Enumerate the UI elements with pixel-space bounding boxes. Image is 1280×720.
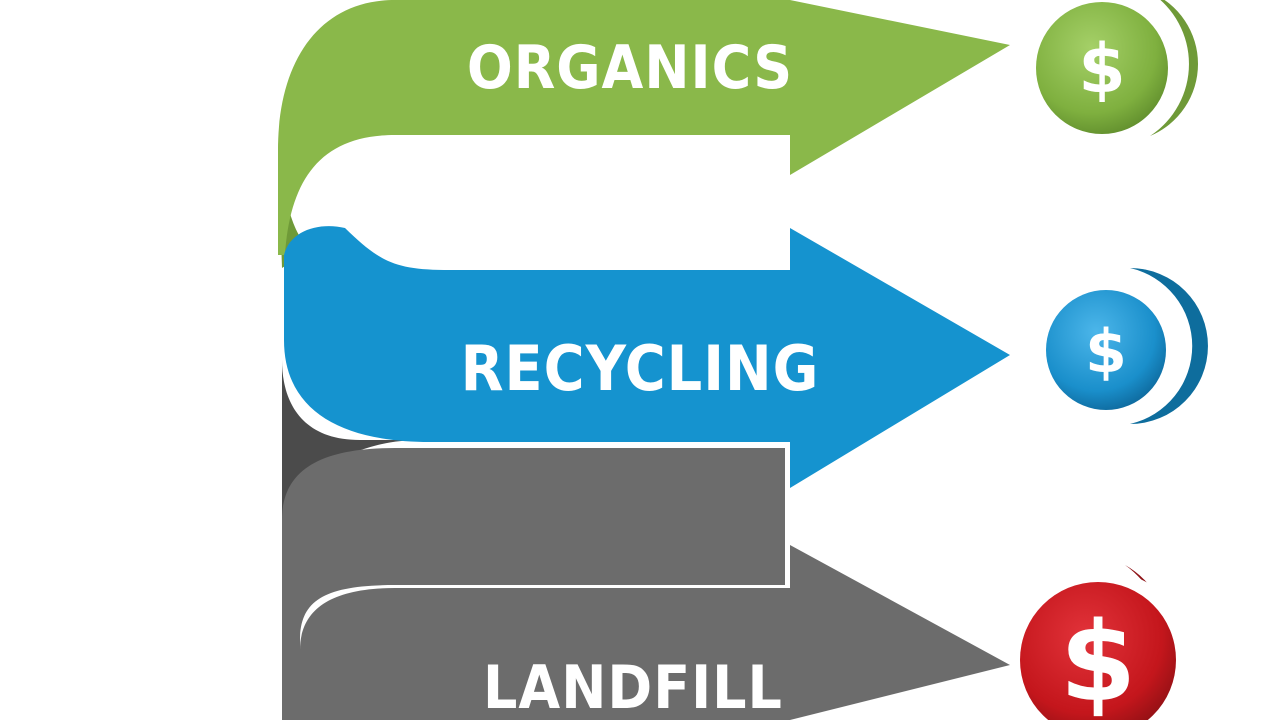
- landfill-label: LANDFILL: [483, 653, 783, 720]
- coin-landfill-face: [1020, 582, 1176, 720]
- coin-organics: $: [1032, 0, 1204, 152]
- arrow-recycling: RECYCLING: [284, 226, 1010, 488]
- coin-organics-face: [1036, 2, 1168, 134]
- landfill-ribbon-fold: [282, 360, 420, 560]
- dollar-icon: $: [1078, 30, 1125, 109]
- dollar-icon: $: [1060, 598, 1137, 720]
- coin-recycling-face: [1046, 290, 1166, 410]
- dollar-icon: $: [1085, 317, 1127, 387]
- recycling-arrow-main: [284, 226, 1010, 488]
- landfill-arrow-main: [300, 545, 1010, 720]
- coin-landfill: $: [1020, 565, 1192, 720]
- organics-label: ORGANICS: [467, 33, 793, 103]
- organics-arrow-main: [278, 0, 1010, 255]
- landfill-arrow-body: [282, 448, 785, 720]
- recycling-label: RECYCLING: [461, 332, 820, 405]
- coin-recycling: $: [1042, 268, 1208, 424]
- arrow-organics: ORGANICS: [278, 0, 1010, 268]
- arrow-landfill: LANDFILL: [282, 360, 1010, 720]
